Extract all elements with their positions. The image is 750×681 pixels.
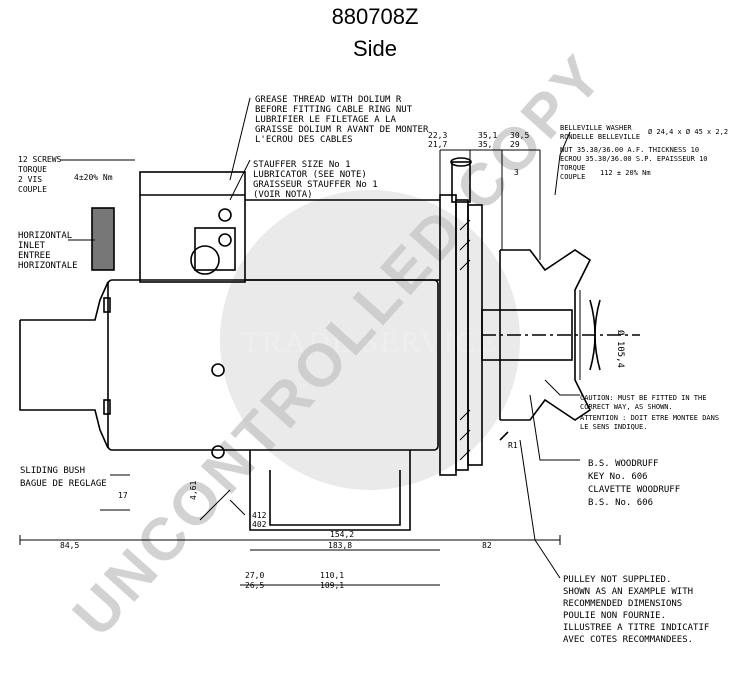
dim-35-1: 35,1 xyxy=(478,131,497,140)
note-torque-2: COUPLE xyxy=(560,173,585,181)
note-torque-val: 112 ± 20% Nm xyxy=(600,169,651,177)
note-screws-2: TORQUE xyxy=(18,165,47,174)
note-nut-2: ECROU 35.38/36.00 S.P. EPAISSEUR 10 xyxy=(560,155,708,163)
note-screws-3: 2 VIS xyxy=(18,175,42,184)
note-bush-2: BAGUE DE REGLAGE xyxy=(20,479,107,489)
dim-29: 29 xyxy=(510,140,520,149)
note-key-1: B.S. WOODRUFF xyxy=(588,459,658,469)
note-torque-1: TORQUE xyxy=(560,164,585,172)
dim-17: 17 xyxy=(118,491,128,500)
note-screws-4: COUPLE xyxy=(18,185,47,194)
note-bush-1: SLIDING BUSH xyxy=(20,466,85,476)
note-washer-2: RONDELLE BELLEVILLE xyxy=(560,133,640,141)
note-caution-3: ATTENTION : DOIT ETRE MONTEE DANS xyxy=(580,414,719,422)
note-pulley-3: RECOMMENDED DIMENSIONS xyxy=(563,599,682,609)
dim-26: 26,5 xyxy=(245,581,264,590)
note-pulley-1: PULLEY NOT SUPPLIED. xyxy=(563,575,671,585)
dimension-lines xyxy=(19,149,581,586)
dim-35-2: 35, xyxy=(478,140,492,149)
dim-402: 402 xyxy=(252,520,267,529)
dim-154: 154,2 xyxy=(330,530,354,539)
dim-30-5: 30,5 xyxy=(510,131,529,140)
note-washer-val: Ø 24,4 x Ø 45 x 2,2 xyxy=(648,128,728,136)
note-pulley-5: ILLUSTREE A TITRE INDICATIF xyxy=(563,623,709,633)
note-grease-1: GREASE THREAD WITH DOLIUM R xyxy=(255,95,402,105)
annotations: GREASE THREAD WITH DOLIUM R BEFORE FITTI… xyxy=(18,95,728,645)
note-screws-val: 4±20% Nm xyxy=(74,173,113,182)
note-screws-1: 12 SCREWS xyxy=(18,155,62,164)
dim-r1: R1 xyxy=(508,441,518,450)
note-inlet-2: INLET xyxy=(18,241,46,251)
dim-412: 412 xyxy=(252,511,267,520)
dimension-values: 22,3 21,7 35,1 35, 30,5 29 3 412 402 17 … xyxy=(60,131,529,590)
note-stauffer-1: STAUFFER SIZE No 1 xyxy=(253,160,351,170)
watermark-seal xyxy=(220,190,520,490)
section-hatching xyxy=(459,219,471,461)
note-diameter: Ø 105,4 xyxy=(615,330,626,368)
dim-82: 82 xyxy=(482,541,492,550)
note-nut-1: NUT 35.38/36.00 A.F. THICKNESS 10 xyxy=(560,146,699,154)
note-key-3: CLAVETTE WOODRUFF xyxy=(588,485,680,495)
note-washer-1: BELLEVILLE WASHER xyxy=(560,124,632,132)
note-grease-3: LUBRIFIER LE FILETAGE A LA xyxy=(255,115,396,125)
note-grease-2: BEFORE FITTING CABLE RING NUT xyxy=(255,105,413,115)
note-pulley-6: AVEC COTES RECOMMANDEES. xyxy=(563,635,693,645)
note-pulley-2: SHOWN AS AN EXAMPLE WITH xyxy=(563,587,693,597)
note-pulley-4: POULIE NON FOURNIE. xyxy=(563,611,666,621)
watermark-center-text: TRADE SERVICE xyxy=(242,326,498,359)
view-title: Side xyxy=(352,36,398,61)
dim-side: 4,61 xyxy=(189,481,198,500)
note-inlet-4: HORIZONTALE xyxy=(18,261,78,271)
note-key-4: B.S. No. 606 xyxy=(588,498,653,508)
note-caution-1: CAUTION: MUST BE FITTED IN THE xyxy=(580,394,706,402)
dim-109: 109,1 xyxy=(320,581,344,590)
leader-lines xyxy=(60,97,580,579)
note-stauffer-3: GRAISSEUR STAUFFER No 1 xyxy=(253,180,378,190)
note-grease-4: GRAISSE DOLIUM R AVANT DE MONTER xyxy=(255,125,429,135)
pump-body xyxy=(19,157,640,531)
note-grease-5: L'ECROU DES CABLES xyxy=(255,135,353,145)
dim-21-7: 21,7 xyxy=(428,140,447,149)
dim-110: 110,1 xyxy=(320,571,344,580)
dim-84: 84,5 xyxy=(60,541,79,550)
note-caution-2: CORRECT WAY, AS SHOWN. xyxy=(580,403,673,411)
part-number-title: 880708Z xyxy=(331,4,419,29)
note-inlet-3: ENTREE xyxy=(18,251,51,261)
note-inlet-1: HORIZONTAL xyxy=(18,231,72,241)
dim-22-3: 22,3 xyxy=(428,131,447,140)
note-stauffer-2: LUBRICATOR (SEE NOTE) xyxy=(253,170,367,180)
dim-27: 27,0 xyxy=(245,571,264,580)
dim-3: 3 xyxy=(514,168,519,177)
note-stauffer-4: (VOIR NOTA) xyxy=(253,190,313,200)
note-key-2: KEY No. 606 xyxy=(588,472,648,482)
note-caution-4: LE SENS INDIQUE. xyxy=(580,423,647,431)
dim-183: 183,8 xyxy=(328,541,352,550)
